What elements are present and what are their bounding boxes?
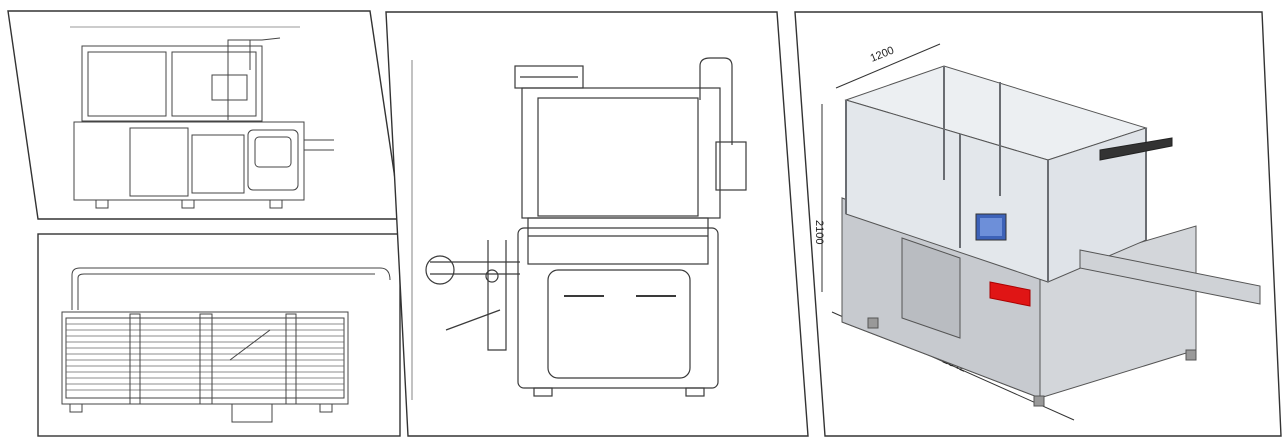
- isometric-panel: 1200 2100 2842: [794, 11, 1282, 437]
- front-elevation-panel: [385, 11, 809, 437]
- side-elevation-drawing: [70, 26, 334, 209]
- front-elevation-frame: [385, 11, 809, 437]
- front-elevation-drawing: [411, 57, 747, 400]
- side-elevation-frame: [7, 10, 402, 220]
- conveyor-rollers: [66, 323, 344, 391]
- red-safety-marker: [989, 281, 1031, 307]
- isometric-machine: [841, 65, 1261, 407]
- top-plan-drawing: [61, 267, 391, 423]
- side-elevation-panel: [7, 10, 402, 220]
- top-plan-frame: [37, 233, 401, 437]
- top-plan-panel: [37, 233, 401, 437]
- dimension-height-label: 2100: [813, 220, 825, 244]
